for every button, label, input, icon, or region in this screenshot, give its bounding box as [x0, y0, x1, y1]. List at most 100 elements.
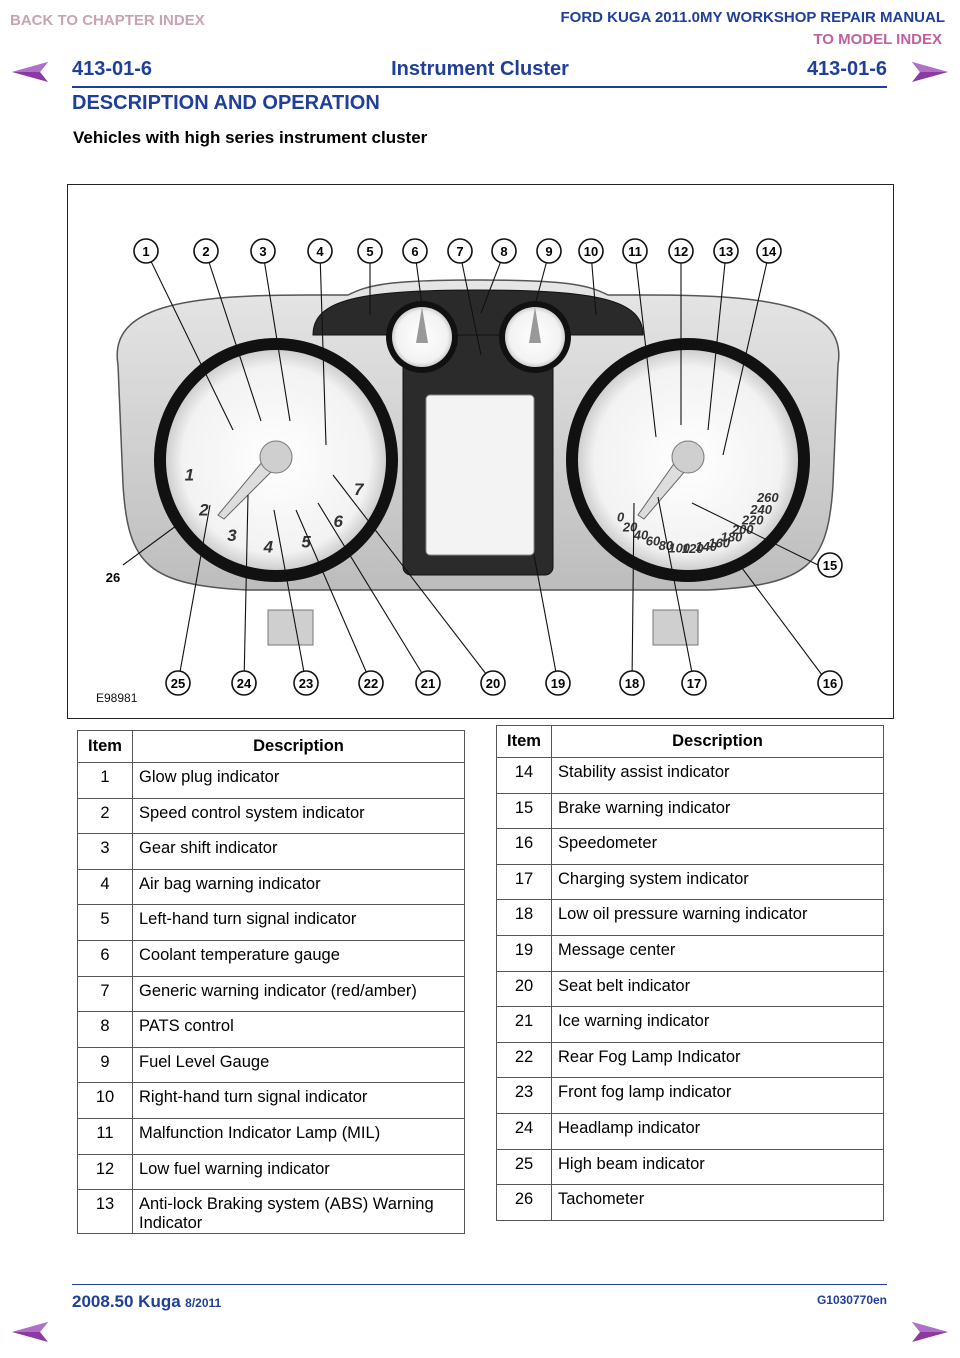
item-description: Ice warning indicator: [551, 1006, 884, 1043]
item-description: Seat belt indicator: [551, 970, 884, 1008]
callout-23: 23: [293, 670, 319, 696]
item-number: 24: [496, 1112, 552, 1150]
next-page-arrow-icon[interactable]: [910, 60, 950, 84]
item-number: 8: [77, 1011, 133, 1048]
dial-numeral: 3: [227, 526, 237, 545]
item-number: 4: [77, 868, 133, 906]
subsection-title: Vehicles with high series instrument clu…: [73, 128, 428, 147]
item-description: Rear Fog Lamp Indicator: [551, 1041, 884, 1079]
svg-text:24: 24: [237, 676, 252, 691]
previous-page-arrow-icon[interactable]: [10, 1320, 50, 1344]
dial-numeral: 240: [749, 502, 772, 517]
item-number: 6: [77, 939, 133, 977]
svg-text:15: 15: [823, 558, 837, 573]
dial-numeral: 140: [695, 539, 717, 554]
item-description: Generic warning indicator (red/amber): [132, 975, 465, 1013]
item-number: 9: [77, 1046, 133, 1084]
svg-text:26: 26: [106, 570, 120, 585]
callout-10: 10: [578, 238, 604, 264]
dial-numeral: 260: [756, 490, 779, 505]
svg-text:17: 17: [687, 676, 701, 691]
svg-text:12: 12: [674, 244, 688, 259]
callout-24: 24: [231, 670, 257, 696]
dial-numeral: 100: [668, 541, 690, 556]
item-description: Headlamp indicator: [551, 1112, 884, 1150]
callout-3: 3: [250, 238, 276, 264]
previous-page-arrow-icon[interactable]: [10, 60, 50, 84]
next-page-arrow-icon[interactable]: [910, 1320, 950, 1344]
back-to-chapter-index-link[interactable]: BACK TO CHAPTER INDEX: [10, 12, 205, 29]
svg-text:2: 2: [202, 244, 209, 259]
callout-26: 26: [106, 570, 120, 585]
item-number: 5: [77, 904, 133, 941]
callout-5: 5: [357, 238, 383, 264]
item-description: PATS control: [132, 1011, 465, 1048]
item-description: Charging system indicator: [551, 863, 884, 901]
svg-text:9: 9: [545, 244, 552, 259]
item-number: 23: [496, 1077, 552, 1114]
callout-11: 11: [622, 238, 648, 264]
dial-numeral: 4: [263, 538, 274, 557]
callout-12: 12: [668, 238, 694, 264]
footer-document-code: G1030770en: [816, 1293, 887, 1307]
svg-text:25: 25: [171, 676, 185, 691]
svg-text:21: 21: [421, 676, 435, 691]
svg-text:13: 13: [719, 244, 733, 259]
item-number: 19: [496, 934, 552, 972]
item-description: Front fog lamp indicator: [551, 1077, 884, 1114]
dial-numeral: 7: [354, 480, 365, 499]
callout-20: 20: [480, 670, 506, 696]
item-number: 22: [496, 1041, 552, 1079]
dial-numeral: 120: [682, 541, 704, 556]
page-header-title: Instrument Cluster: [391, 58, 569, 80]
item-number: 21: [496, 1006, 552, 1043]
item-number: 11: [77, 1117, 133, 1155]
callout-21: 21: [415, 670, 441, 696]
item-description: Right-hand turn signal indicator: [132, 1082, 465, 1119]
item-description: Coolant temperature gauge: [132, 939, 465, 977]
page-code-right: 413-01-6: [806, 58, 887, 80]
dial-numeral: 220: [741, 513, 764, 528]
callout-25: 25: [165, 670, 191, 696]
column-header-item: Item: [77, 730, 133, 763]
footer-model: 2008.50 Kuga: [72, 1292, 181, 1311]
callout-8: 8: [491, 238, 517, 264]
dial-numeral: 40: [633, 527, 649, 542]
item-description: Message center: [551, 934, 884, 972]
callout-16: 16: [817, 670, 843, 696]
callout-19: 19: [545, 670, 571, 696]
callout-6: 6: [402, 238, 428, 264]
svg-text:22: 22: [364, 676, 378, 691]
svg-text:23: 23: [299, 676, 313, 691]
footer-rule: [72, 1284, 887, 1285]
dial-numeral: 5: [301, 533, 311, 552]
item-description: Left-hand turn signal indicator: [132, 904, 465, 941]
item-description: Anti-lock Braking system (ABS) Warning I…: [132, 1189, 465, 1235]
dial-numeral: 180: [721, 530, 743, 545]
svg-text:18: 18: [625, 676, 639, 691]
to-model-index-link[interactable]: TO MODEL INDEX: [813, 31, 942, 48]
header-rule: [72, 86, 887, 88]
callout-2: 2: [193, 238, 219, 264]
column-header-item: Item: [496, 725, 552, 758]
item-number: 2: [77, 797, 133, 835]
item-number: 18: [496, 899, 552, 936]
callout-7: 7: [447, 238, 473, 264]
svg-text:10: 10: [584, 244, 598, 259]
item-description: Tachometer: [551, 1184, 884, 1221]
